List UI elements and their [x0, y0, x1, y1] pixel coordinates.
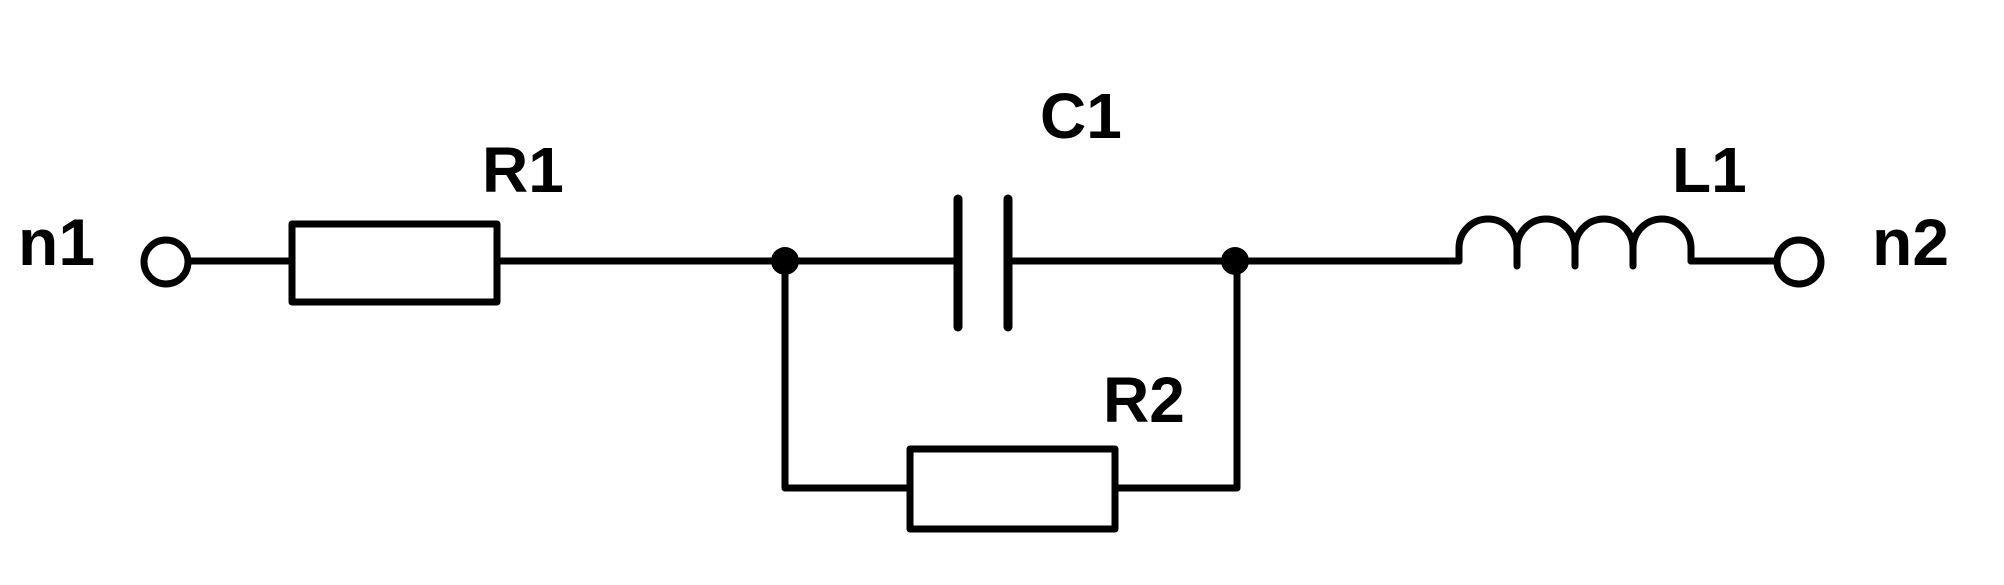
wire-node-a-r2: [781, 257, 914, 492]
inductor-label-l1: L1: [1672, 134, 1747, 206]
resistor-r1: [288, 220, 501, 306]
resistor-label-r2: R2: [1103, 364, 1185, 436]
terminal-label-n1: n1: [18, 205, 95, 279]
terminal-label-n2: n2: [1872, 205, 1949, 279]
wire-r2-node-b: [1111, 257, 1241, 492]
capacitor-label-c1: C1: [1040, 80, 1122, 152]
terminal-n1: [140, 236, 192, 288]
resistor-r2: [906, 445, 1119, 533]
junction-node-a: [771, 247, 799, 275]
resistor-label-r1: R1: [482, 134, 564, 206]
terminal-n2: [1773, 236, 1825, 288]
junction-node-b: [1221, 247, 1249, 275]
inductor-l1: [1455, 215, 1695, 270]
